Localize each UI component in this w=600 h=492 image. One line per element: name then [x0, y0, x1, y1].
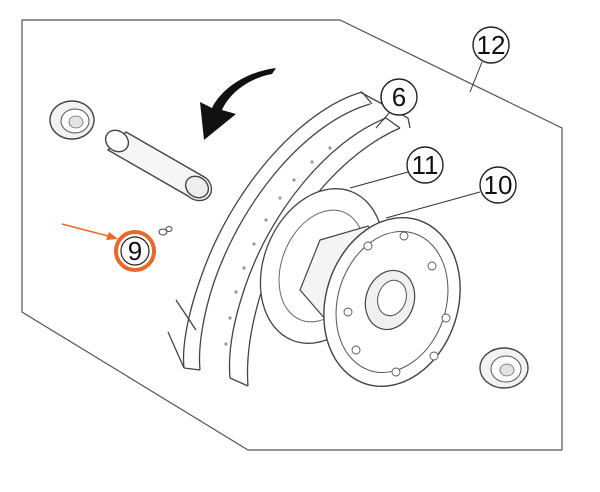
leader-6 [375, 111, 391, 129]
right-bearing [479, 347, 529, 389]
callout-9: 9 [114, 230, 156, 272]
leader-10 [385, 191, 481, 219]
callout-12: 12 [472, 26, 510, 64]
small-screw [158, 226, 173, 236]
highlight-arrow [61, 223, 118, 240]
callout-6: 6 [380, 78, 418, 116]
leader-11 [349, 171, 409, 189]
callout-12-label: 12 [477, 30, 506, 60]
callout-10-label: 10 [484, 170, 513, 200]
left-bearing [49, 100, 95, 140]
callout-11: 11 [406, 146, 444, 184]
direction-arrow [200, 68, 276, 140]
axle-sleeve [104, 129, 213, 202]
callout-6-label: 6 [392, 82, 406, 112]
callout-10: 10 [479, 166, 517, 204]
hub-bolt-holes [343, 231, 451, 377]
rim-spoke-holes [224, 146, 332, 346]
callout-9-label: 9 [128, 236, 142, 266]
callout-11-label: 11 [412, 150, 439, 180]
leader-12 [469, 61, 483, 93]
